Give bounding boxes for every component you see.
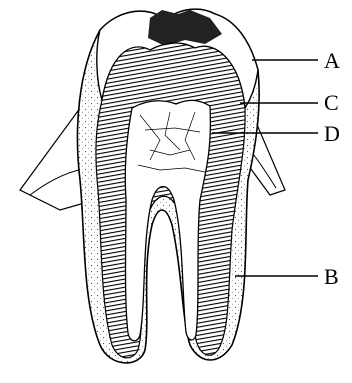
label-b: B [324,264,339,289]
label-c: C [324,90,339,115]
label-a: A [324,48,340,73]
label-d: D [324,121,340,146]
pulp [125,100,210,340]
